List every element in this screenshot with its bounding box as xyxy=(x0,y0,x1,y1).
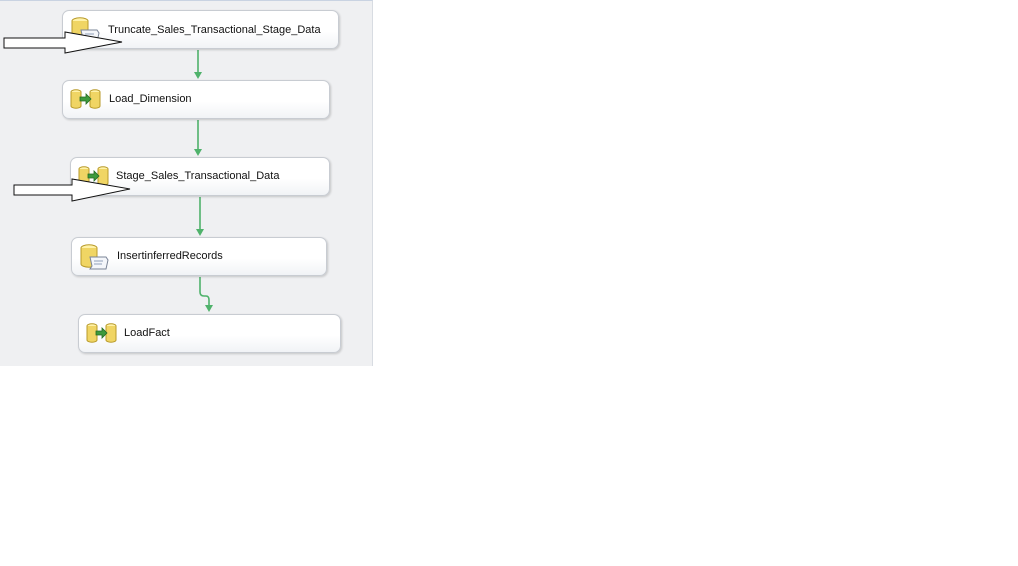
task-label: Load_Dimension xyxy=(109,93,192,105)
data-flow-task-icon xyxy=(86,323,117,343)
precedence-constraints xyxy=(194,50,213,312)
task-label: Truncate_Sales_Transactional_Stage_Data xyxy=(108,24,321,36)
annotation-arrows xyxy=(3,31,131,202)
arrowhead xyxy=(196,229,204,236)
task-label: Stage_Sales_Transactional_Data xyxy=(116,170,280,182)
task-label: InsertinferredRecords xyxy=(117,250,223,262)
task-load-fact[interactable]: LoadFact xyxy=(78,314,341,353)
task-load-dimension[interactable]: Load_Dimension xyxy=(62,80,330,119)
arrowhead xyxy=(194,72,202,79)
arrowhead xyxy=(194,149,202,156)
data-flow-task-icon xyxy=(70,89,101,109)
task-insert-inferred-records[interactable]: InsertinferredRecords xyxy=(71,237,327,276)
arrowhead xyxy=(205,305,213,312)
constraint-insert-to-loadfact[interactable] xyxy=(199,277,210,306)
annotation-arrow-1 xyxy=(3,31,123,54)
sql-task-icon xyxy=(80,244,109,270)
annotation-arrow-2 xyxy=(13,178,131,202)
task-label: LoadFact xyxy=(124,327,170,339)
